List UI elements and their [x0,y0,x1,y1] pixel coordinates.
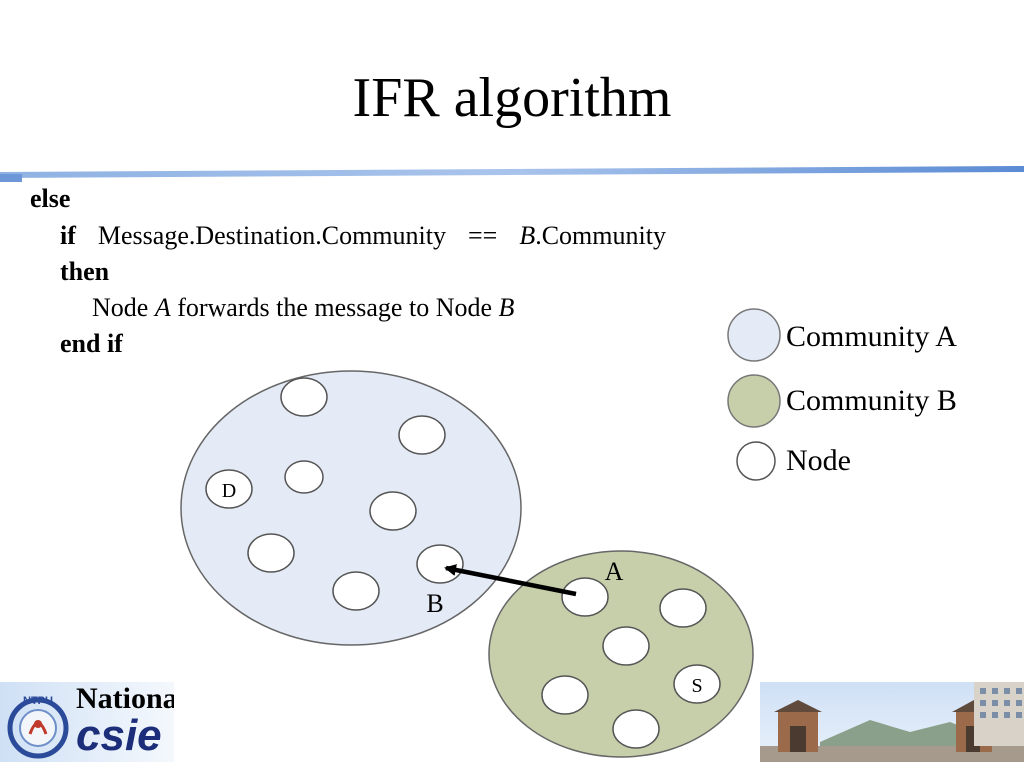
code-else: else [30,184,70,214]
node [612,709,660,749]
code-if: if Message.Destination.Community == B.Commu… [60,221,666,251]
node-s [673,664,721,704]
forward-arrow [444,564,577,597]
legend-community-b-swatch [727,374,781,428]
node-s-label: S [691,675,702,697]
node [659,588,707,628]
keyword-end-if: end if [60,329,123,358]
code-then: then [60,257,109,287]
node-b [416,544,464,584]
node [398,415,446,455]
action-var-a: A [154,293,171,322]
node [332,571,380,611]
keyword-if: if [60,221,76,250]
node-b-label: B [426,589,443,618]
node [541,675,589,715]
ntpu-emblem-icon: NTPU [7,695,69,759]
node [602,626,650,666]
node [369,491,417,531]
node [247,533,295,573]
footer-university-name: Nationa [76,682,174,715]
condition-right-suffix: .Community [535,221,666,250]
action-prefix: Node [92,293,155,322]
university-logo: NTPU Nationa csie [0,682,174,762]
legend-node-label: Node [786,444,851,477]
legend-community-b-label: Community B [786,384,957,417]
code-end-if: end if [60,329,123,359]
node [280,377,328,417]
title-divider [0,166,1024,182]
keyword-then: then [60,257,110,286]
node-a [561,577,609,617]
keyword-else: else [30,184,71,213]
equals-operator: == [467,221,498,250]
action-mid: forwards the message to Node [170,293,499,322]
legend-node-swatch [736,441,776,481]
campus-photo [760,682,1024,762]
node-d-label: D [222,480,236,502]
ntpu-badge-text: NTPU [23,695,53,707]
condition-left: Message.Destination.Community [97,221,446,250]
node-d [205,469,253,509]
node-a-label: A [605,557,624,586]
node [284,460,324,494]
condition-var-b: B [519,221,536,250]
legend-community-a-swatch [727,308,781,362]
csie-logo-text: csie [76,711,162,760]
code-action: Node A forwards the message to Node B [92,293,514,323]
action-var-b: B [498,293,515,322]
slide-title: IFR algorithm [352,67,672,129]
legend-community-a-label: Community A [786,320,957,353]
